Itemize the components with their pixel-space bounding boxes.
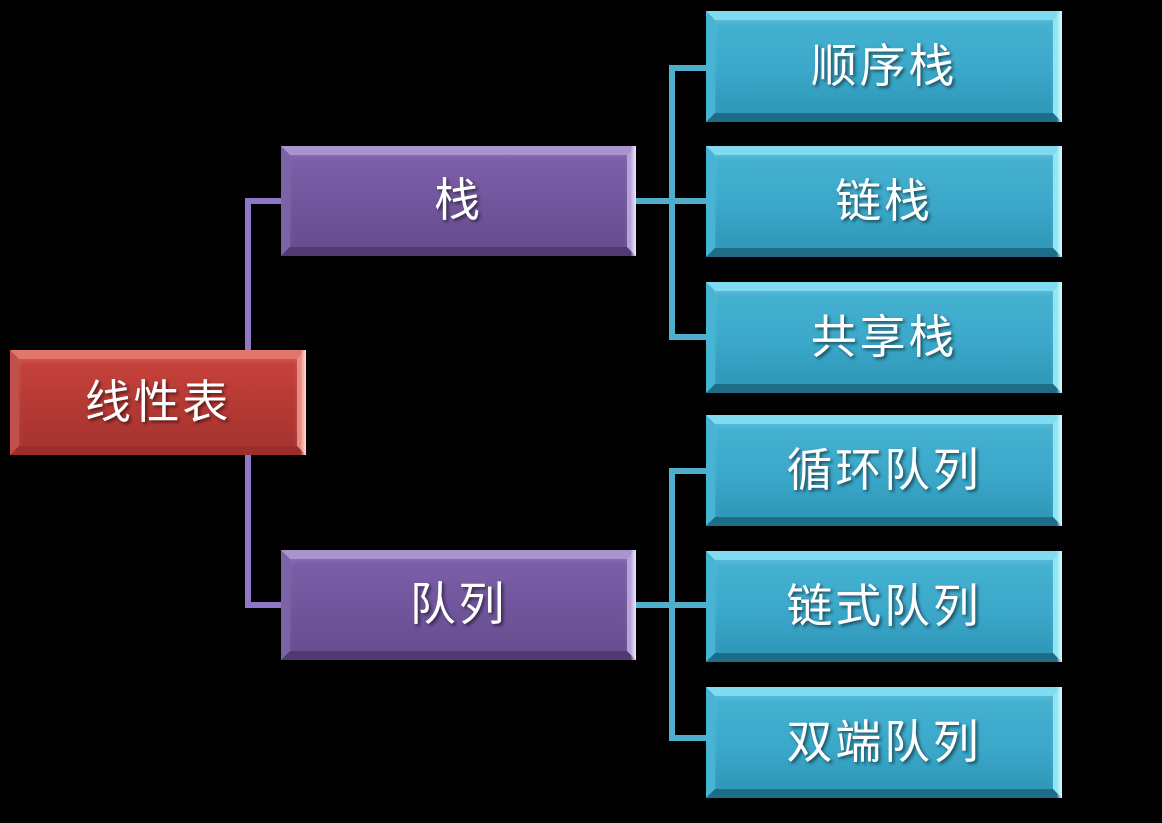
node-label: 循环队列 bbox=[786, 444, 982, 496]
node-label: 链栈 bbox=[835, 175, 933, 227]
node-edge-highlight bbox=[1057, 11, 1062, 122]
node-label: 顺序栈 bbox=[810, 40, 958, 92]
node-leaf-deque[interactable]: 双端队列 bbox=[706, 687, 1062, 798]
node-edge-highlight bbox=[1057, 415, 1062, 526]
node-edge-highlight bbox=[1057, 146, 1062, 257]
node-label: 线性表 bbox=[84, 376, 232, 428]
node-leaf-linked-queue[interactable]: 链式队列 bbox=[706, 551, 1062, 662]
node-label: 链式队列 bbox=[786, 580, 982, 632]
node-edge-highlight bbox=[1057, 551, 1062, 662]
connector-queue-leaf2 bbox=[669, 602, 709, 608]
node-leaf-sequential-stack[interactable]: 顺序栈 bbox=[706, 11, 1062, 122]
node-edge-highlight bbox=[631, 146, 636, 256]
node-branch-stack[interactable]: 栈 bbox=[281, 146, 636, 256]
node-edge-highlight bbox=[631, 550, 636, 660]
node-edge-highlight bbox=[1057, 282, 1062, 393]
node-label: 队列 bbox=[409, 579, 508, 630]
node-leaf-linked-stack[interactable]: 链栈 bbox=[706, 146, 1062, 257]
connector-queue-leaf3 bbox=[669, 735, 709, 741]
connector-root-stub-queue bbox=[245, 602, 285, 608]
connector-root-stub-stack bbox=[245, 198, 285, 204]
connector-stack-leaf2 bbox=[669, 198, 709, 204]
connector-queue-leaf1 bbox=[669, 468, 709, 474]
connector-stack-leaf3 bbox=[669, 334, 709, 340]
connector-queue-stub-out bbox=[636, 602, 676, 608]
connector-stack-stub-out bbox=[636, 198, 676, 204]
node-label: 双端队列 bbox=[786, 716, 982, 768]
node-label: 栈 bbox=[434, 175, 483, 226]
node-edge-highlight bbox=[301, 350, 306, 455]
node-leaf-circular-queue[interactable]: 循环队列 bbox=[706, 415, 1062, 526]
node-label: 共享栈 bbox=[810, 311, 958, 363]
node-edge-highlight bbox=[1057, 687, 1062, 798]
node-leaf-shared-stack[interactable]: 共享栈 bbox=[706, 282, 1062, 393]
node-branch-queue[interactable]: 队列 bbox=[281, 550, 636, 660]
node-root-linear-list[interactable]: 线性表 bbox=[10, 350, 306, 455]
connector-stack-leaf1 bbox=[669, 65, 709, 71]
